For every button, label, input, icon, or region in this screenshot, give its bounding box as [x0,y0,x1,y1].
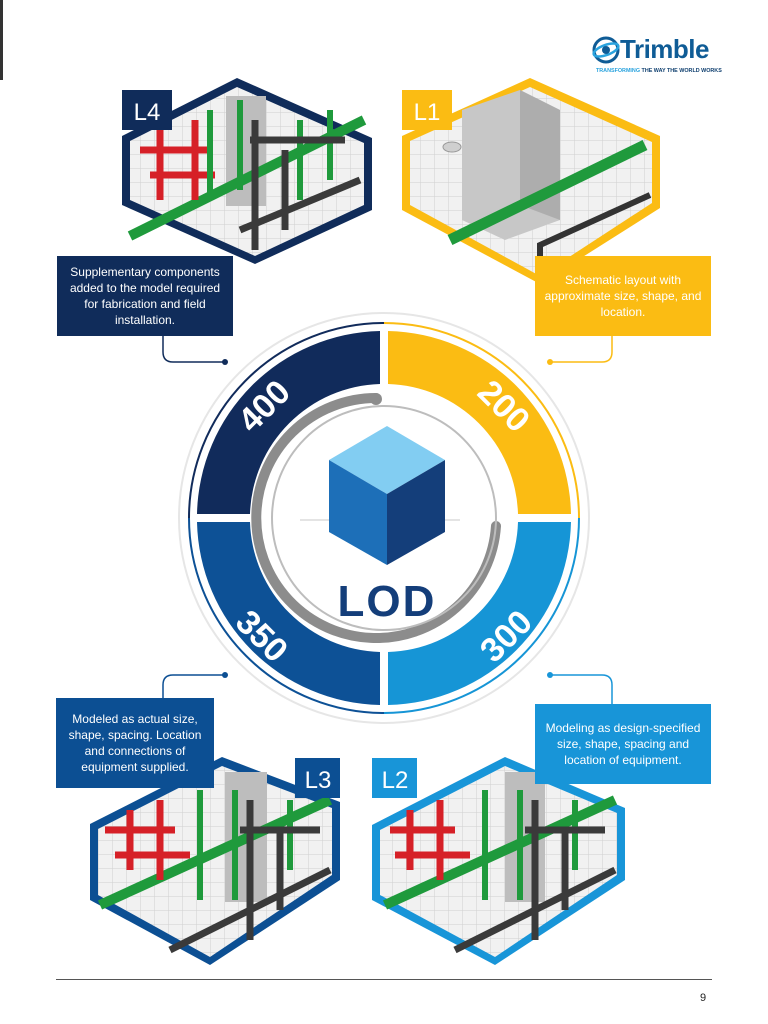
badge-l3 [295,758,340,798]
globe-icon [592,36,620,64]
segment-300 [388,522,571,705]
logo-tagline-rest: THE WAY THE WORLD WORKS [640,68,722,74]
footer-rule [56,979,712,980]
logo-wordmark: Trimble [620,34,709,64]
segment-400 [197,331,380,514]
callout-l4: Supplementary components added to the mo… [57,256,233,336]
badge-l2-label: L2 [382,767,409,794]
page-number: 9 [700,992,707,1004]
cube-icon [329,426,445,565]
callout-l2: Modeling as design-specified size, shape… [535,704,711,784]
badge-l2 [372,758,417,798]
badge-l3-label: L3 [305,767,332,794]
segment-200 [388,331,571,514]
center-label: LOD [338,577,437,626]
inner-gray-arc [251,393,501,643]
segment-350 [197,522,380,705]
callout-l1: Schematic layout with approximate size, … [535,256,711,336]
trimble-logo: Trimble TRANSFORMING THE WAY THE WORLD W… [592,34,722,82]
badge-l4 [122,90,172,130]
page-edge-mark [0,0,3,80]
logo-tagline: TRANSFORMING THE WAY THE WORLD WORKS [596,68,722,74]
badge-l1-label: L1 [414,99,441,126]
badge-l4-label: L4 [134,99,161,126]
hex-l1: L1 [402,78,660,284]
callout-l3: Modeled as actual size, shape, spacing. … [56,698,214,788]
hex-l2: L2 [372,757,625,965]
connectors [162,336,613,704]
hex-l4: L4 [122,78,372,264]
hex-l3: L3 [90,757,340,965]
badge-l1 [402,90,452,130]
logo-tagline-highlight: TRANSFORMING [596,68,641,74]
